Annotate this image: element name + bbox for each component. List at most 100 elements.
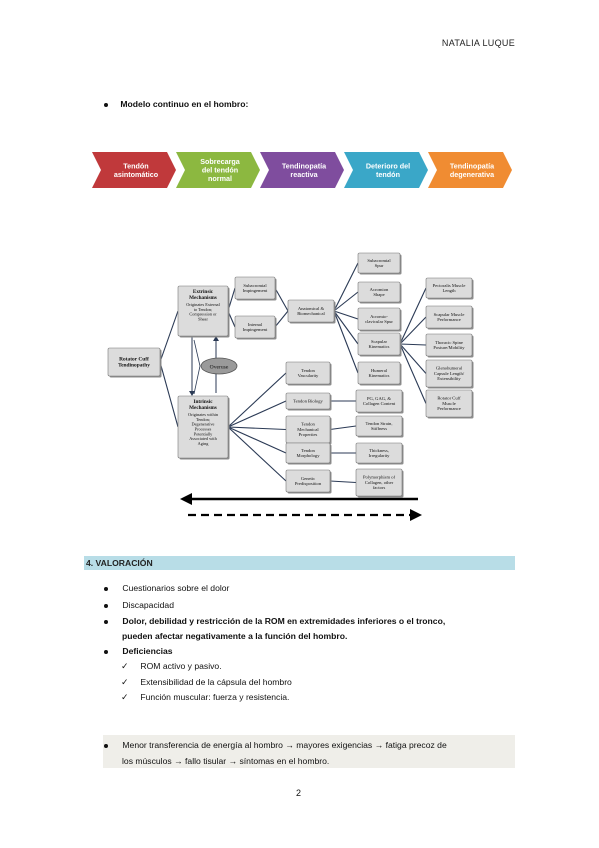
sub-list-item: ✓ Función muscular: fuerza y resistencia… xyxy=(121,692,289,703)
sub-list-item-text: ROM activo y pasivo. xyxy=(140,661,222,671)
diagram-node-label: Aging xyxy=(198,441,210,446)
connector-line xyxy=(329,425,357,431)
chevron-label: Sobrecarga xyxy=(200,157,241,166)
section-bar xyxy=(84,556,515,570)
note-text: Menor transferencia de energía al hombro… xyxy=(122,740,447,750)
diagram-node-box xyxy=(177,395,229,459)
diagram-node-box xyxy=(234,315,276,339)
connector-line xyxy=(333,310,359,320)
diagram-node-label: Acromio- xyxy=(370,314,388,319)
diagram-node-label: Biomechanical xyxy=(297,311,325,316)
bullet-icon xyxy=(104,102,108,107)
list-item: Discapacidad xyxy=(104,600,174,610)
section-title: 4. VALORACIÓN xyxy=(86,558,153,568)
diagram-node-label: Tendon; xyxy=(196,417,210,422)
diagram-node: Thickness,Irregularity xyxy=(355,442,404,465)
diagram-node-label: Subacromial xyxy=(243,283,267,288)
connector-line xyxy=(159,310,179,363)
bullet-icon xyxy=(104,619,108,624)
diagram-node: Tendon Strain,Stiffness xyxy=(355,415,404,438)
diagram-node-box xyxy=(287,299,335,323)
diagram-node-label: Tendon Strain, xyxy=(366,421,393,427)
diagram-node-label: Morphology xyxy=(297,453,321,458)
intro-bullet-text: Modelo continuo en el hombro: xyxy=(120,99,249,109)
diagram-node-label: Kinematics xyxy=(369,344,390,349)
diagram-node-label: Scapular xyxy=(371,339,388,344)
sub-list-item-text: Función muscular: fuerza y resistencia. xyxy=(140,692,290,702)
sub-list-item: ✓ Extensibilidad de la cápsula del hombr… xyxy=(121,677,292,688)
diagram-node-label: factors xyxy=(373,485,386,490)
connector-line xyxy=(399,343,427,374)
diagram-node-label: Shear xyxy=(198,316,208,321)
diagram-node-box xyxy=(355,442,403,464)
note-line-continuation: los músculos → fallo tisular → síntomas … xyxy=(122,756,330,766)
diagram-node-label: Thoracic Spine xyxy=(435,340,463,345)
page-number: 2 xyxy=(296,788,302,798)
list-item-text: Discapacidad xyxy=(122,600,174,610)
diagram-node-box xyxy=(355,415,403,437)
connector-line xyxy=(227,426,287,431)
chevron-label: tendón xyxy=(376,170,400,179)
diagram-node-box xyxy=(425,333,473,357)
diagram-node: Anatomical &Biomechanical xyxy=(287,299,336,324)
connector-line xyxy=(333,262,359,312)
diagram-node-label: Mechanisms xyxy=(189,405,217,411)
chevron-label: normal xyxy=(208,174,232,183)
diagram-node-label: PG, GAG, & xyxy=(367,396,391,402)
diagram-node-label: Degenerative xyxy=(192,422,215,427)
diagram-node-label: Capsule Length/ xyxy=(434,371,465,376)
diagram-node-label: Anatomical & xyxy=(298,306,325,311)
sub-list-item-text: Extensibilidad de la cápsula del hombro xyxy=(140,677,292,687)
diagram-node-label: Spur xyxy=(375,263,384,268)
check-icon: ✓ xyxy=(121,661,129,671)
arrow-head-icon xyxy=(189,391,195,396)
diagram-node-label: Muscle xyxy=(442,401,456,406)
list-item-continuation: pueden afectar negativamente a la funció… xyxy=(122,631,348,641)
diagram-node-box xyxy=(357,332,401,356)
diagram-node-box xyxy=(285,442,331,464)
diagram-node-label: Originates within xyxy=(188,412,219,417)
intro-bullet: Modelo continuo en el hombro: xyxy=(104,98,248,110)
diagram-node-box xyxy=(425,359,473,388)
overuse-node: Overuse xyxy=(193,339,238,395)
diagram-node-label: Irregularity xyxy=(369,453,391,458)
diagram-node-label: Shape xyxy=(373,292,384,297)
diagram-node-box xyxy=(285,361,331,385)
connector-line xyxy=(399,343,427,404)
connector-line xyxy=(274,310,289,328)
diagram-node-label: Extensibility xyxy=(437,376,461,381)
diagram-node-box xyxy=(425,277,473,299)
diagram-node-label: Tendon xyxy=(301,368,315,373)
diagram-node-label: Originates External xyxy=(186,302,220,307)
chevron-label: Tendón xyxy=(123,161,148,170)
chevron-label: Tendinopatía xyxy=(450,161,495,170)
chevron-label: Tendinopatía xyxy=(282,161,327,170)
list-item-text: Cuestionarios sobre el dolor xyxy=(122,583,230,593)
diagram-node-label: Thickness, xyxy=(369,448,389,454)
diagram-node-label: Potentially xyxy=(194,431,213,436)
diagram-node-label: Intrinsic xyxy=(193,399,213,405)
connector-line xyxy=(159,361,179,428)
diagram-node-box xyxy=(285,392,331,410)
diagram-node-label: Collagen, other xyxy=(365,480,394,486)
diagram-node-label: Associated with xyxy=(189,436,217,441)
diagram-node-label: Kinematics xyxy=(369,373,390,378)
list-item-text: Dolor, debilidad y restricción de la ROM… xyxy=(122,616,446,626)
